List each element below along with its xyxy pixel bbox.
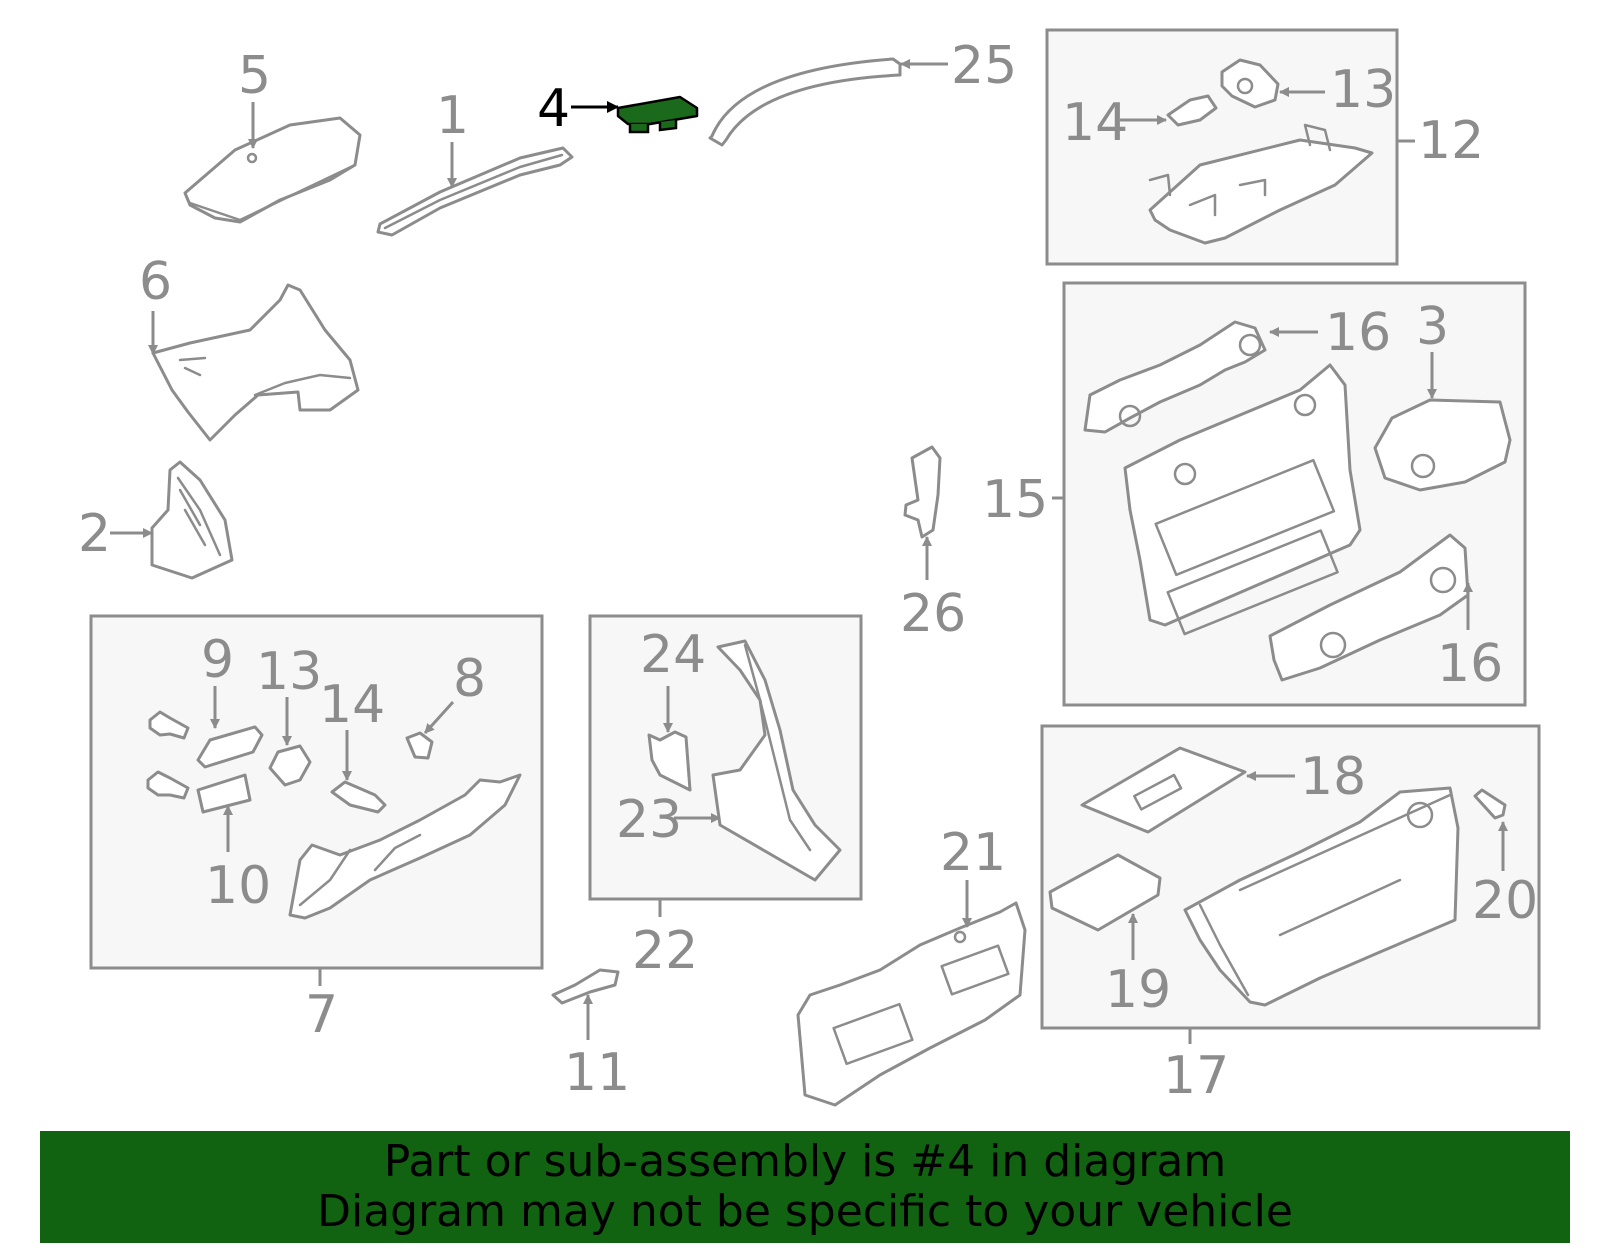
- part-20-shape: [1473, 788, 1507, 820]
- label-part-1: 1: [436, 86, 469, 146]
- part-14-upper-shape: [1166, 94, 1218, 127]
- label-part-11: 11: [564, 1043, 630, 1103]
- part-7-shape: [288, 773, 522, 920]
- info-banner: Part or sub-assembly is #4 in diagram Di…: [40, 1131, 1570, 1243]
- part-14-lower-shape: [330, 780, 387, 814]
- part-6-shape: [151, 283, 360, 442]
- label-part-17: 17: [1163, 1046, 1229, 1106]
- label-part-16-upper: 16: [1325, 303, 1391, 363]
- part-13-upper-shape: [1220, 58, 1280, 109]
- label-part-24: 24: [640, 625, 706, 685]
- banner-line-2: Diagram may not be specific to your vehi…: [317, 1186, 1293, 1237]
- label-part-2: 2: [78, 504, 111, 564]
- label-part-21: 21: [940, 823, 1006, 883]
- label-part-20: 20: [1472, 871, 1538, 931]
- part-16-upper-shape: [1083, 320, 1267, 434]
- part-24-shape: [647, 730, 692, 792]
- label-part-13-upper: 13: [1330, 60, 1396, 120]
- part-19-shape: [1048, 853, 1162, 932]
- part-10-shape: [196, 773, 252, 814]
- part-2-shape: [150, 460, 234, 580]
- label-part-8: 8: [453, 649, 486, 709]
- leader-8: [423, 700, 455, 735]
- label-part-19: 19: [1105, 960, 1171, 1020]
- bolt-lower-shape: [146, 770, 190, 800]
- part-4-shape: [616, 95, 699, 134]
- label-part-3: 3: [1416, 297, 1449, 357]
- label-part-5: 5: [238, 46, 271, 106]
- part-13-lower-shape: [268, 744, 312, 787]
- part-21-shape: [796, 901, 1027, 1107]
- label-part-18: 18: [1300, 747, 1366, 807]
- part-9-shape: [196, 725, 264, 769]
- part-8-shape: [405, 731, 434, 760]
- label-part-6: 6: [139, 252, 172, 312]
- part-17-shape: [1183, 786, 1460, 1007]
- label-part-15: 15: [982, 470, 1048, 530]
- part-1-shape: [376, 146, 574, 237]
- part-5-shape: [183, 116, 362, 224]
- label-part-12: 12: [1418, 111, 1484, 171]
- part-3-shape: [1373, 398, 1512, 492]
- banner-line-1: Part or sub-assembly is #4 in diagram: [383, 1136, 1227, 1187]
- label-part-4: 4: [537, 79, 570, 139]
- label-part-16-lower: 16: [1437, 634, 1503, 694]
- part-11-shape: [551, 968, 620, 1005]
- bolt-upper-shape: [148, 710, 190, 740]
- label-part-13-lower: 13: [256, 642, 322, 702]
- part-26-shape: [903, 445, 942, 539]
- label-part-9: 9: [201, 630, 234, 690]
- part-25-shape: [708, 57, 902, 147]
- label-part-14-upper: 14: [1062, 93, 1128, 153]
- part-23-shape: [711, 639, 842, 882]
- part-16-lower-shape: [1268, 533, 1470, 682]
- part-18-shape: [1080, 746, 1247, 834]
- label-part-7: 7: [305, 985, 338, 1045]
- label-part-26: 26: [900, 584, 966, 644]
- label-part-22: 22: [632, 921, 698, 981]
- label-part-10: 10: [205, 856, 271, 916]
- label-part-23: 23: [616, 790, 682, 850]
- part-12-shape: [1148, 123, 1374, 245]
- part-15-shape: [1123, 363, 1362, 636]
- label-part-14-lower: 14: [319, 675, 385, 735]
- label-part-25: 25: [951, 36, 1017, 96]
